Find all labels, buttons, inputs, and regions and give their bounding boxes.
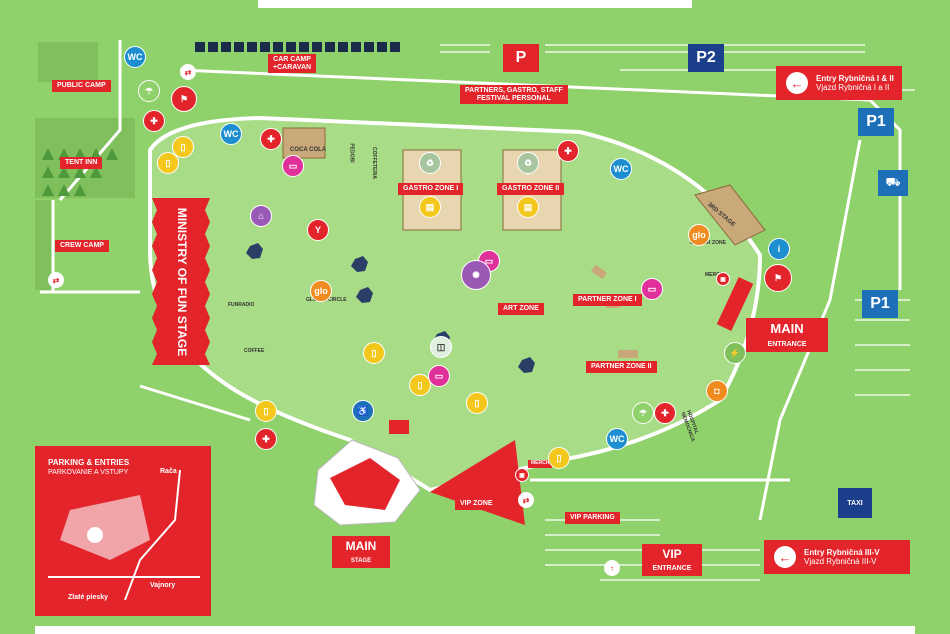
parking-p1-top[interactable]: P1	[858, 108, 894, 136]
security-icon[interactable]: ⚑	[764, 264, 792, 292]
funradio-label: FUNRADIO	[228, 302, 255, 308]
merch-label: MERCH	[528, 460, 553, 468]
arrow-left-icon: ←	[774, 546, 796, 568]
ministry-stage[interactable]: MINISTRY OF FUN STAGE	[162, 206, 202, 358]
first-aid-icon[interactable]: ✚	[654, 402, 676, 424]
coffee-label: COFFEE	[244, 348, 265, 354]
cafeteria-label: COFFETERIA	[370, 147, 377, 179]
parking-p[interactable]: P	[503, 44, 539, 72]
public-camp-label: PUBLIC CAMP	[52, 80, 111, 92]
main-entrance-sub: ENTRANCE	[767, 341, 807, 348]
entrance-arrow-icon[interactable]: ↑	[604, 560, 620, 576]
charging-icon[interactable]: ⚡	[724, 342, 746, 364]
art-zone-label: ART ZONE	[498, 303, 544, 315]
pedalo-label: PEDOBI	[348, 143, 355, 163]
vip-entrance-label[interactable]: VIP ENTRANCE	[642, 544, 702, 576]
taxi-sign[interactable]: TAXI	[838, 488, 872, 518]
bag-icon[interactable]: ◘	[706, 380, 728, 402]
crew-camp-label: CREW CAMP	[55, 240, 109, 252]
gastro-zone-1-label: GASTRO ZONE I	[398, 183, 464, 195]
shower-icon: ☂	[138, 80, 160, 102]
vip-parking-label: VIP PARKING	[565, 512, 620, 524]
drink-icon[interactable]: ▯	[157, 152, 179, 174]
wc-icon[interactable]: WC	[610, 158, 632, 180]
partners-label: PARTNERS, GASTRO, STAFF FESTIVAL PERSONA…	[460, 85, 568, 105]
inset-place-vajnory: Vajnory	[150, 582, 176, 589]
bar-icon[interactable]: Y	[307, 219, 329, 241]
glo-icon[interactable]: glo	[688, 224, 710, 246]
entrance-arrow-icon[interactable]: ⇄	[180, 64, 196, 80]
glo-zone-label: GLO AIR ZONE	[690, 240, 726, 246]
shower-icon: ☂	[632, 402, 654, 424]
coca-cola-label: COCA COLA	[290, 147, 327, 153]
first-aid-icon[interactable]: ✚	[557, 140, 579, 162]
entrance-arrow-icon[interactable]: ⇄	[48, 272, 64, 288]
food-icon[interactable]: ▤	[517, 196, 539, 218]
main-stage-label[interactable]: MAIN STAGE	[332, 536, 390, 568]
entry-bottom-line1: Entry Rybničná III-V	[804, 548, 880, 557]
entry-bottom-line2: Vjazd Rybničná III-V	[804, 557, 877, 566]
merch-icon[interactable]: ▣	[515, 468, 529, 482]
parking-p2[interactable]: P2	[688, 44, 724, 72]
drink-icon[interactable]: ▯	[363, 342, 385, 364]
vip-zone-label: VIP ZONE	[455, 498, 498, 510]
main-entrance-title: MAIN	[770, 321, 804, 336]
entry-top-line2: Vjazd Rybničná I a II	[816, 83, 890, 92]
main-entrance-label[interactable]: MAIN ENTRANCE	[746, 318, 828, 352]
drink-icon[interactable]: ▯	[548, 447, 570, 469]
main-stage-sub: STAGE	[350, 558, 372, 564]
tickets-icon[interactable]: ▭	[641, 278, 663, 300]
inset-subtitle: PARKOVANIE A VSTUPY	[48, 469, 129, 476]
first-aid-icon[interactable]: ✚	[143, 110, 165, 132]
partner-zone-2-label: PARTNER ZONE II	[586, 361, 657, 373]
ministry-stage-label: MINISTRY OF FUN STAGE	[175, 207, 190, 357]
carousel-icon[interactable]: ⌂	[250, 205, 272, 227]
drink-icon[interactable]: ▯	[409, 374, 431, 396]
inset-place-zlate-piesky: Zlaté piesky	[68, 594, 109, 601]
merch-icon[interactable]: ▣	[716, 272, 730, 286]
arrow-left-icon: ←	[786, 72, 808, 94]
vip-entrance-title: VIP	[662, 547, 682, 561]
recycle-icon: ♻	[419, 152, 441, 174]
glo-icon[interactable]: glo	[310, 280, 332, 302]
motorbike-icon: ⛟	[878, 170, 908, 196]
entrance-arrow-icon[interactable]: ⇄	[518, 492, 534, 508]
food-icon[interactable]: ▤	[419, 196, 441, 218]
partner-zone-1-label: PARTNER ZONE I	[573, 294, 642, 306]
security-icon[interactable]: ⚑	[171, 86, 197, 112]
wc-icon[interactable]: WC	[606, 428, 628, 450]
drink-icon[interactable]: ▯	[255, 400, 277, 422]
gastro-zone-2-label: GASTRO ZONE II	[497, 183, 565, 195]
first-aid-icon[interactable]: ✚	[255, 428, 277, 450]
info-icon[interactable]: i	[768, 238, 790, 260]
tickets-icon[interactable]: ▭	[282, 155, 304, 177]
tent-inn-label: TENT INN	[60, 157, 103, 169]
lockers-icon[interactable]: ◫	[430, 336, 452, 358]
drink-icon[interactable]: ▯	[172, 136, 194, 158]
inset-place-raca: Rača	[160, 468, 177, 475]
car-camp-label: CAR CAMP +CARAVAN	[268, 54, 317, 74]
first-aid-icon[interactable]: ✚	[260, 128, 282, 150]
drink-icon[interactable]: ▯	[466, 392, 488, 414]
parking-p1-bottom[interactable]: P1	[862, 290, 898, 318]
accessibility-icon[interactable]: ♿	[352, 400, 374, 422]
ferris-wheel-icon[interactable]: ✺	[461, 260, 491, 290]
tickets-icon[interactable]: ▭	[428, 365, 450, 387]
wc-icon[interactable]: WC	[220, 123, 242, 145]
inset-title: PARKING & ENTRIES	[48, 458, 130, 467]
entry-top-line1: Entry Rybničná I & II	[816, 74, 894, 83]
main-stage-title: MAIN	[345, 539, 377, 553]
recycle-icon: ♻	[517, 152, 539, 174]
wc-icon[interactable]: WC	[124, 46, 146, 68]
merch-label-entrance: MERCH	[705, 272, 724, 278]
vip-entrance-sub: ENTRANCE	[652, 565, 692, 572]
